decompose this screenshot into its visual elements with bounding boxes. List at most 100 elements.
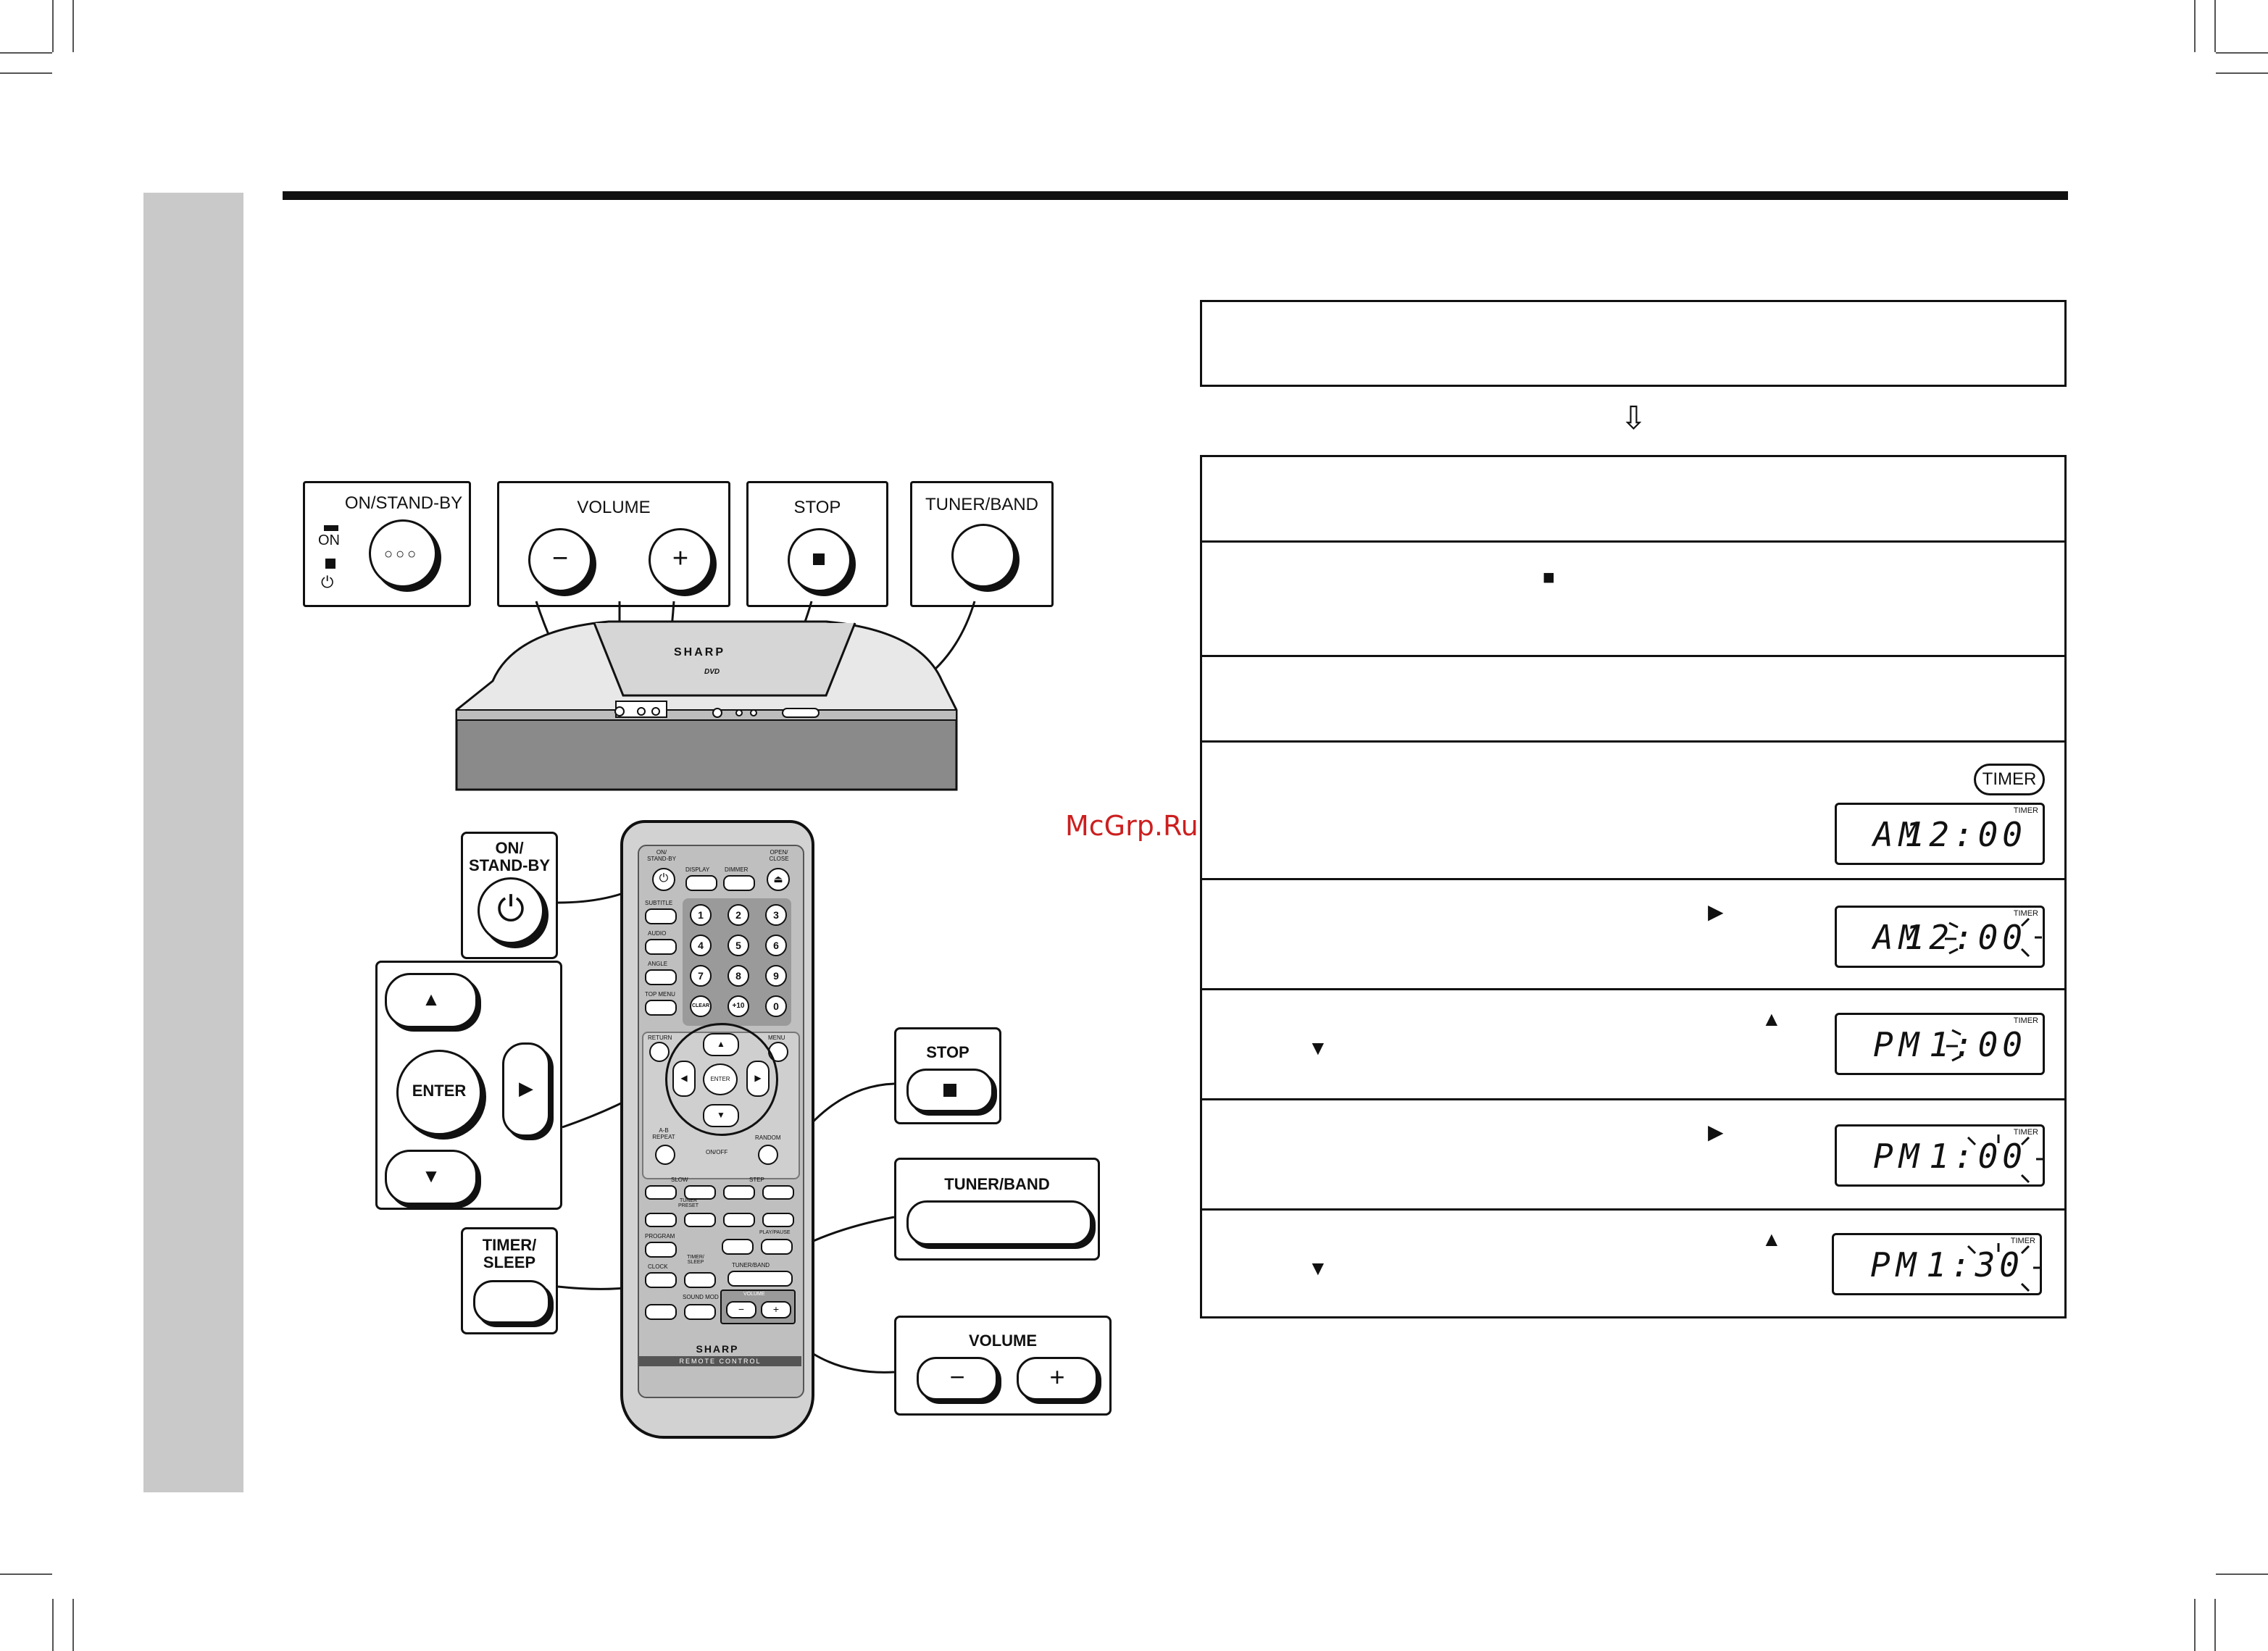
remote-digit-key[interactable]: 0	[765, 995, 787, 1017]
lcd-ampm: AM	[1873, 918, 1925, 957]
crop-mark	[2214, 0, 2216, 52]
remote-dimmer-key[interactable]	[723, 875, 755, 891]
remote-enter-key[interactable]: ENTER	[703, 1063, 738, 1095]
on-standby-button[interactable]: ○○○	[369, 519, 437, 588]
up-arrow-icon: ▲	[1762, 1008, 1782, 1030]
remote-slow-rev-key[interactable]	[645, 1185, 677, 1200]
down-arrow-icon: ▼	[1308, 1037, 1328, 1059]
remote-slow-fwd-key[interactable]	[684, 1185, 716, 1200]
remote-return-key[interactable]	[649, 1042, 670, 1062]
remote-sound-mode-key[interactable]	[684, 1304, 716, 1320]
step-row-6: ▲ ▼	[1202, 990, 2064, 1100]
remote-callout-timer-sleep-label: TIMER/ SLEEP	[482, 1236, 537, 1271]
remote-tuner-band-key[interactable]	[727, 1271, 793, 1287]
remote-tuner-band-button[interactable]	[906, 1200, 1092, 1245]
remote-program-key[interactable]	[645, 1242, 677, 1258]
stop-button[interactable]	[788, 528, 851, 592]
remote-leader-lines	[557, 872, 895, 1374]
remote-key-volume-label: VOLUME	[743, 1292, 765, 1297]
remote-right-key[interactable]: ▶	[746, 1061, 770, 1097]
remote-up-key[interactable]: ▲	[703, 1033, 739, 1056]
remote-timer-sleep-key[interactable]	[684, 1272, 716, 1288]
remote-next-key[interactable]	[762, 1213, 794, 1227]
remote-ffwd-key[interactable]	[684, 1213, 716, 1227]
remote-stop-key[interactable]	[722, 1239, 754, 1255]
remote-digit-key[interactable]: 9	[765, 965, 787, 987]
lcd-display: TIMER PM 1:00	[1835, 1013, 2045, 1075]
on-label: ON	[318, 532, 340, 548]
remote-volume-plus-label: +	[1049, 1362, 1065, 1392]
remote-surround-key[interactable]	[645, 1304, 677, 1320]
remote-callout-tuner-band: TUNER/BAND	[894, 1158, 1100, 1261]
volume-minus-button[interactable]: −	[528, 528, 592, 592]
timer-sleep-button[interactable]	[473, 1280, 550, 1324]
remote-digit-key[interactable]: 1	[690, 904, 712, 926]
down-arrow-icon: ▼	[422, 1165, 441, 1187]
remote-callout-tuner-band-label: TUNER/BAND	[944, 1175, 1050, 1193]
step-row-2: ■	[1202, 543, 2064, 657]
remote-left-key[interactable]: ◀	[672, 1061, 696, 1097]
remote-callout-on-standby: ON/ STAND-BY ⏻	[461, 832, 558, 959]
remote-random-key[interactable]	[758, 1145, 778, 1165]
remote-digit-key[interactable]: 2	[727, 904, 749, 926]
callout-tuner-band-label: TUNER/BAND	[925, 495, 1038, 514]
remote-clear-key[interactable]: CLEAR	[690, 995, 712, 1017]
remote-digit-key[interactable]: 5	[727, 935, 749, 956]
enter-button[interactable]: ENTER	[396, 1050, 482, 1135]
remote-stop-button[interactable]	[906, 1069, 993, 1112]
remote-top-menu-key[interactable]	[645, 1000, 677, 1016]
crop-mark	[2214, 1599, 2216, 1651]
tuner-band-button[interactable]	[951, 524, 1015, 588]
remote-step-fwd-key[interactable]	[762, 1185, 794, 1200]
remote-volume-plus-button[interactable]: +	[1017, 1357, 1098, 1400]
remote-down-key[interactable]: ▼	[703, 1104, 739, 1127]
remote-ab-repeat-key[interactable]	[655, 1145, 675, 1165]
remote-rewind-key[interactable]	[645, 1213, 677, 1227]
cursor-up-button[interactable]: ▲	[385, 973, 478, 1028]
remote-subtitle-key[interactable]	[645, 908, 677, 924]
volume-minus-label: −	[551, 543, 569, 574]
remote-digit-key[interactable]: 3	[765, 904, 787, 926]
power-icon: ⏻	[497, 890, 525, 929]
remote-digit-key[interactable]: 8	[727, 965, 749, 987]
volume-plus-button[interactable]: +	[649, 528, 712, 592]
remote-volume-minus-key[interactable]: −	[726, 1301, 756, 1318]
lcd-time-blinking: 1:00	[1929, 1137, 2027, 1176]
stop-icon	[943, 1084, 956, 1097]
power-button[interactable]: ⏻	[478, 877, 544, 944]
remote-digit-key[interactable]: 4	[690, 935, 712, 956]
lcd-ampm: PM	[1873, 1137, 1925, 1176]
unit-dvd-logo: DVD	[704, 668, 720, 676]
remote-audio-key[interactable]	[645, 939, 677, 955]
right-arrow-icon: ▶	[519, 1077, 533, 1099]
standby-indicator-icon	[325, 559, 335, 569]
remote-play-pause-key[interactable]	[761, 1239, 793, 1255]
remote-key-top-menu-label: TOP MENU	[645, 991, 675, 998]
remote-display-key[interactable]	[685, 875, 717, 891]
cursor-right-button[interactable]: ▶	[502, 1042, 550, 1137]
lcd-ampm: AM	[1873, 815, 1925, 854]
remote-eject-key[interactable]: ⏏	[767, 868, 790, 891]
remote-step-rev-key[interactable]	[723, 1185, 755, 1200]
remote-volume-minus-button[interactable]: −	[917, 1357, 998, 1400]
remote-power-key[interactable]: ⏻	[652, 868, 675, 891]
header-rule	[283, 191, 2068, 200]
step-row-4	[1202, 743, 2064, 880]
callout-volume-label: VOLUME	[577, 498, 651, 517]
remote-clock-key[interactable]	[645, 1272, 677, 1288]
remote-digit-key[interactable]: 6	[765, 935, 787, 956]
remote-key-random-label: RANDOM	[755, 1134, 781, 1141]
remote-key-menu-label: MENU	[768, 1035, 785, 1041]
remote-volume-plus-key[interactable]: +	[761, 1301, 791, 1318]
lcd-time: 12:00	[1904, 815, 2027, 854]
cursor-down-button[interactable]: ▼	[385, 1150, 478, 1205]
lcd-display: TIMER AM 12:00	[1835, 906, 2045, 968]
remote-key-sound-mode-label: SOUND MOD	[683, 1294, 719, 1300]
remote-digit-key[interactable]: 7	[690, 965, 712, 987]
remote-key-open-close-label: OPEN/ CLOSE	[769, 849, 789, 862]
remote-plus10-key[interactable]: +10	[727, 995, 749, 1017]
remote-prev-key[interactable]	[723, 1213, 755, 1227]
remote-angle-key[interactable]	[645, 969, 677, 985]
power-small-icon: ⏻	[321, 573, 334, 591]
front-panel-illustration	[455, 601, 976, 791]
